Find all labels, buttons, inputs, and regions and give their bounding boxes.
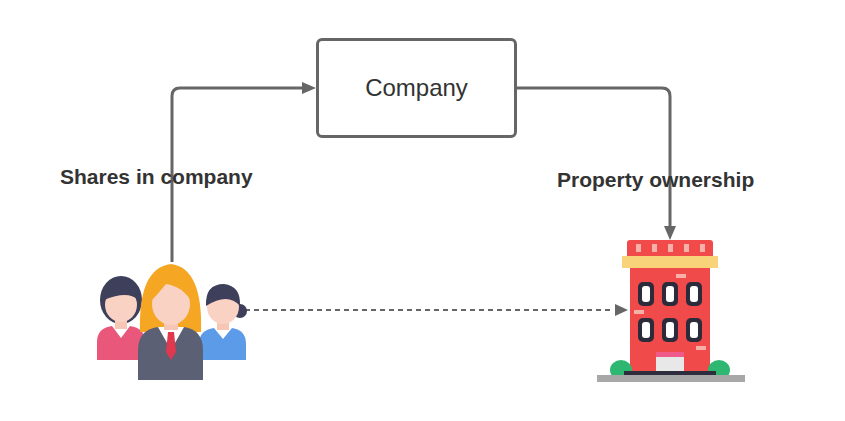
building-illustration-part-part xyxy=(662,282,678,306)
building-illustration-part xyxy=(638,282,702,342)
people-illustration-part xyxy=(206,284,240,306)
people-illustration-part xyxy=(166,332,176,360)
building-illustration-part-part xyxy=(696,346,706,350)
building-illustration-part-part xyxy=(642,286,650,302)
building-illustration-part xyxy=(622,256,718,268)
arrow-head xyxy=(615,304,628,316)
people-illustration-part xyxy=(150,272,192,302)
people-illustration-part xyxy=(104,280,138,300)
building-illustration-part xyxy=(597,375,745,382)
building-illustration-part xyxy=(700,244,705,252)
building-illustration-part-part xyxy=(634,310,644,314)
people-illustration-part xyxy=(100,276,142,324)
building-illustration-part xyxy=(634,274,706,350)
building-illustration-part-part xyxy=(662,318,678,342)
building-illustration-part xyxy=(636,244,641,252)
people-illustration-part xyxy=(138,327,203,380)
building-illustration-part-part xyxy=(686,318,702,342)
building-illustration-part xyxy=(668,244,673,252)
building-illustration-part xyxy=(642,286,698,338)
arrow-label: Property ownership xyxy=(557,168,754,192)
building-illustration-part xyxy=(684,244,689,252)
people-illustration-part xyxy=(199,328,246,360)
building-illustration-part-part xyxy=(638,318,654,342)
building-illustration-part-part xyxy=(690,322,698,338)
arrow-head xyxy=(302,82,316,94)
building-illustration-part xyxy=(652,244,657,252)
building-illustration-part-part xyxy=(666,286,674,302)
building-illustration-part xyxy=(656,352,684,357)
arrow-label: Shares in company xyxy=(60,165,253,189)
building-illustration xyxy=(597,240,745,382)
people-illustration-part xyxy=(97,326,145,360)
building-illustration-part-part xyxy=(676,274,686,278)
company-box: Company xyxy=(316,38,517,138)
building-illustration-part-part xyxy=(642,322,650,338)
box-title: Company xyxy=(365,74,468,102)
building-illustration-part-part xyxy=(638,282,654,306)
indirect-arrow-line xyxy=(245,309,614,311)
ownership-arrow-line xyxy=(516,88,670,228)
people-illustration-part xyxy=(140,264,201,332)
building-illustration-part-part xyxy=(690,286,698,302)
people-illustration xyxy=(97,264,247,380)
building-illustration-part xyxy=(656,352,684,372)
building-illustration-part xyxy=(630,268,710,374)
building-illustration-part-part xyxy=(666,322,674,338)
arrow-head xyxy=(664,226,676,240)
building-illustration-part-part xyxy=(686,282,702,306)
